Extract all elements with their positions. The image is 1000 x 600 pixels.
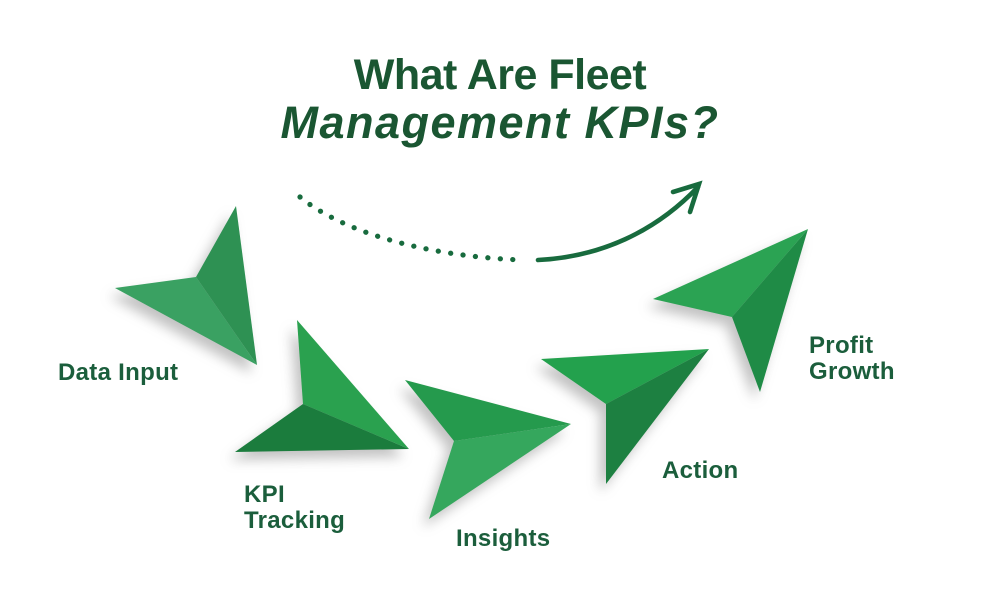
paper-arrow-icon-data-input [115, 206, 257, 365]
dotted-curve [297, 194, 525, 263]
title-line-1: What Are Fleet [353, 51, 647, 100]
step-label-data-input: Data Input [58, 359, 179, 386]
page-title: What Are Fleet Management KPIs? [0, 51, 1000, 149]
arrowhead-icon [670, 180, 703, 215]
arrow-light-facet [115, 277, 257, 365]
arrow-light-facet [653, 229, 808, 317]
arrow-light-facet [429, 424, 571, 519]
progress-curve-arrow [297, 180, 703, 263]
arrow-dark-facet [196, 206, 257, 365]
step-label-kpi-tracking: KPI Tracking [244, 481, 346, 534]
step-label-action: Action [662, 457, 739, 484]
solid-curve [535, 184, 701, 263]
title-line-2: Management KPIs? [280, 97, 720, 149]
paper-arrow-icon-insights [405, 380, 571, 519]
arrow-dark-facet [235, 404, 409, 452]
paper-arrow-icon-action [541, 349, 709, 484]
paper-arrow-icon-kpi-tracking [235, 320, 409, 452]
step-label-profit-growth: Profit Growth [809, 332, 895, 385]
step-label-insights: Insights [456, 525, 551, 552]
arrow-dark-facet [732, 229, 808, 392]
arrow-light-facet [297, 320, 409, 449]
paper-arrow-icon-profit-growth [653, 229, 808, 392]
arrow-light-facet [541, 349, 709, 404]
arrow-dark-facet [405, 380, 571, 441]
arrow-dark-facet [606, 349, 709, 484]
